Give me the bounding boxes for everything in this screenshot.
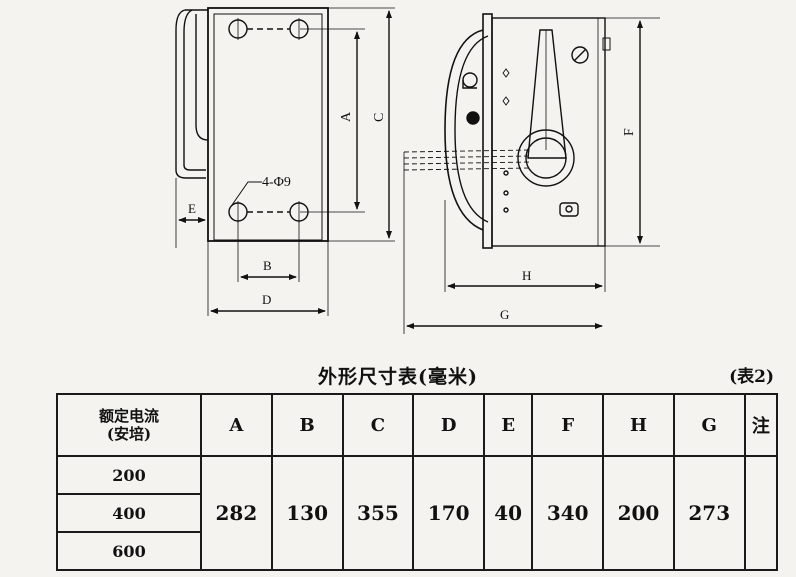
- header-h: H: [602, 393, 675, 457]
- value-e: 40: [483, 455, 534, 571]
- value-b: 130: [270, 455, 344, 571]
- table-note: (表2): [729, 367, 774, 387]
- table-header-row: 额定电流 (安培) A B C D E F H G 注: [56, 393, 779, 457]
- label-h: H: [522, 268, 531, 283]
- header-rated-current: 额定电流 (安培): [56, 393, 202, 457]
- value-note: [743, 455, 779, 571]
- label-g: G: [500, 307, 509, 322]
- current-400: 400: [56, 493, 202, 533]
- table-title: 外形尺寸表(毫米): [318, 366, 478, 388]
- label-e: E: [188, 201, 196, 216]
- value-f: 340: [531, 455, 605, 571]
- value-a: 282: [200, 455, 273, 571]
- header-c: C: [341, 393, 415, 457]
- table-row: 400: [56, 493, 777, 533]
- label-holes: 4-Φ9: [262, 175, 291, 190]
- value-h: 200: [602, 455, 675, 571]
- value-d: 170: [412, 455, 486, 571]
- label-a: A: [339, 111, 354, 122]
- label-c: C: [372, 113, 387, 122]
- technical-drawing: A C B D E 4-Φ9 F H G: [175, 7, 660, 334]
- header-a: A: [200, 393, 273, 457]
- header-e: E: [483, 393, 534, 457]
- label-f: F: [622, 128, 637, 136]
- value-g: 273: [672, 455, 746, 571]
- current-600: 600: [56, 531, 202, 571]
- header-b: B: [270, 393, 344, 457]
- value-c: 355: [341, 455, 415, 571]
- header-d: D: [412, 393, 486, 457]
- current-200: 200: [56, 455, 202, 495]
- table-row: 200 282 130 355 170 40 340 200 273: [56, 455, 779, 571]
- header-f: F: [531, 393, 605, 457]
- header-note: 注: [743, 393, 779, 457]
- side-view: [403, 13, 611, 249]
- label-b: B: [263, 258, 272, 273]
- label-d: D: [262, 292, 271, 307]
- front-view-plate: [207, 7, 329, 242]
- dimensions-table: 额定电流 (安培) A B C D E F H G 注 200 282 130 …: [56, 393, 779, 571]
- header-g: G: [672, 393, 746, 457]
- table-row: 600: [56, 531, 777, 571]
- mounting-holes: [228, 18, 309, 223]
- front-view-handle: [175, 9, 209, 179]
